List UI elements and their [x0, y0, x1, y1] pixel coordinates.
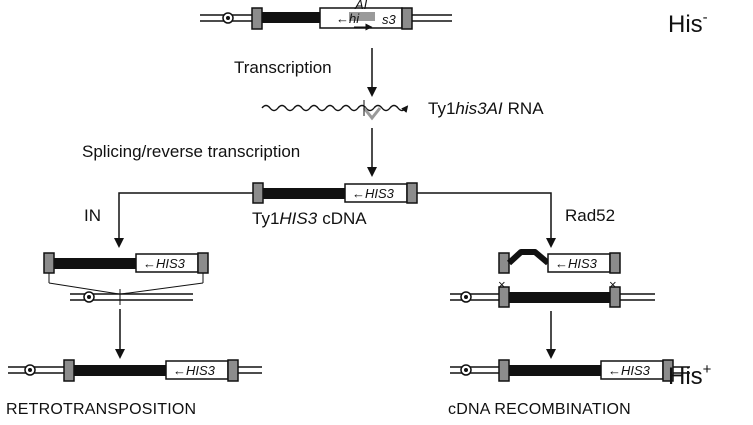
crossover-x-right: × [609, 277, 617, 292]
retrotransposition-label: RETROTRANSPOSITION [6, 401, 196, 418]
recombination-product: ←HIS3 [450, 359, 690, 382]
ltr-box [406, 182, 418, 204]
splicing-label: Splicing/reverse transcription [82, 142, 300, 161]
genomic-ty1-element [450, 286, 655, 308]
his3-label: ←HIS3 [608, 363, 651, 378]
ty1-body-bar [509, 365, 601, 376]
ty1-body-bar [509, 292, 610, 303]
his-plus-label: His+ [668, 361, 712, 390]
origin-marker-dot [464, 295, 468, 299]
ltr-box [252, 182, 264, 204]
origin-marker-dot [28, 368, 32, 372]
ty1-body-bar [263, 188, 345, 199]
ai-label: AI [354, 0, 368, 12]
ty1-body-bar [74, 365, 166, 376]
origin-marker-dot [226, 16, 230, 20]
ty1-body-bar [262, 12, 320, 23]
ty1-body-bar [54, 258, 136, 269]
target-chromosome [70, 289, 193, 305]
left-cdna-construct: ←HIS3 [43, 252, 209, 274]
his-minus-label: His- [668, 9, 708, 38]
ltr-box [662, 359, 674, 382]
cdna-recombination-label: cDNA RECOMBINATION [448, 401, 631, 418]
integrase-branch-arrow [114, 192, 253, 248]
retrotransposition-product: ←HIS3 [8, 359, 262, 382]
his3-label: ←HIS3 [143, 256, 186, 271]
s3-label: s3 [382, 12, 397, 27]
ltr-box [63, 359, 75, 382]
origin-marker-dot [464, 368, 468, 372]
in-pathway-label: IN [84, 206, 101, 225]
ltr-box [251, 7, 263, 30]
ltr-box [401, 7, 413, 30]
ltr-box [197, 252, 209, 274]
crossover-x-left: × [498, 277, 506, 292]
origin-marker-dot [87, 295, 91, 299]
top-construct: ←hi AI s3 [200, 0, 452, 31]
his3-label: ←HIS3 [173, 363, 216, 378]
rna-molecule [261, 100, 409, 121]
ltr-box [609, 252, 621, 274]
ltr-box [609, 286, 621, 308]
intron-loop [362, 107, 382, 121]
hi-label: ←hi [336, 11, 360, 26]
right-cdna-construct: ←HIS3 [498, 249, 621, 274]
his3-label: ←HIS3 [352, 186, 395, 201]
transcription-label: Transcription [234, 58, 332, 77]
ltr-box [43, 252, 55, 274]
his3-label: ←HIS3 [555, 256, 598, 271]
ltr-box [227, 359, 239, 382]
ltr-box [498, 286, 510, 308]
ltr-box [498, 252, 510, 274]
insertion-guide-line [120, 282, 204, 295]
insertion-guide-line [48, 282, 120, 295]
ltr-box [498, 359, 510, 382]
cdna-construct: ←HIS3 [252, 182, 418, 204]
rna-wavy-line-3prime [373, 104, 409, 113]
rna-wavy-line [261, 104, 375, 112]
rad52-pathway-label: Rad52 [565, 206, 615, 225]
ai-intron-block [349, 12, 375, 21]
ty1-body-bar-looped [506, 249, 550, 266]
rad52-branch-arrow [417, 192, 556, 248]
